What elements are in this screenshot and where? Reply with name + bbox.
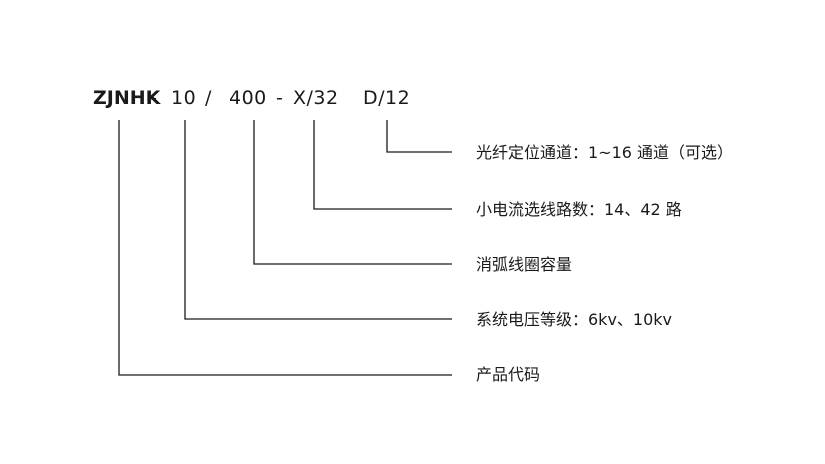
code-slash: /	[205, 87, 212, 109]
leader-line-capacity	[253, 120, 452, 265]
code-prefix: ZJNHK	[93, 87, 161, 109]
leader-line-voltage	[184, 120, 452, 320]
code-capacity: 400	[229, 87, 267, 109]
code-fiber: D/12	[363, 87, 411, 109]
legend-prefix: 产品代码	[476, 365, 541, 384]
code-dash-2: -	[276, 87, 284, 109]
code-dash-1: -	[150, 87, 158, 109]
code-circuits: X/32	[293, 87, 339, 109]
leader-line-circuits	[313, 120, 452, 210]
leader-line-fiber	[386, 120, 452, 153]
legend-voltage: 系统电压等级：6kv、10kv	[476, 310, 673, 329]
legend-circuits: 小电流选线路数：14、42 路	[476, 200, 682, 219]
leader-line-prefix	[118, 120, 452, 376]
legend-fiber: 光纤定位通道：1~16 通道（可选）	[476, 143, 734, 162]
code-voltage: 10	[171, 87, 197, 109]
legend-capacity: 消弧线圈容量	[476, 255, 573, 274]
